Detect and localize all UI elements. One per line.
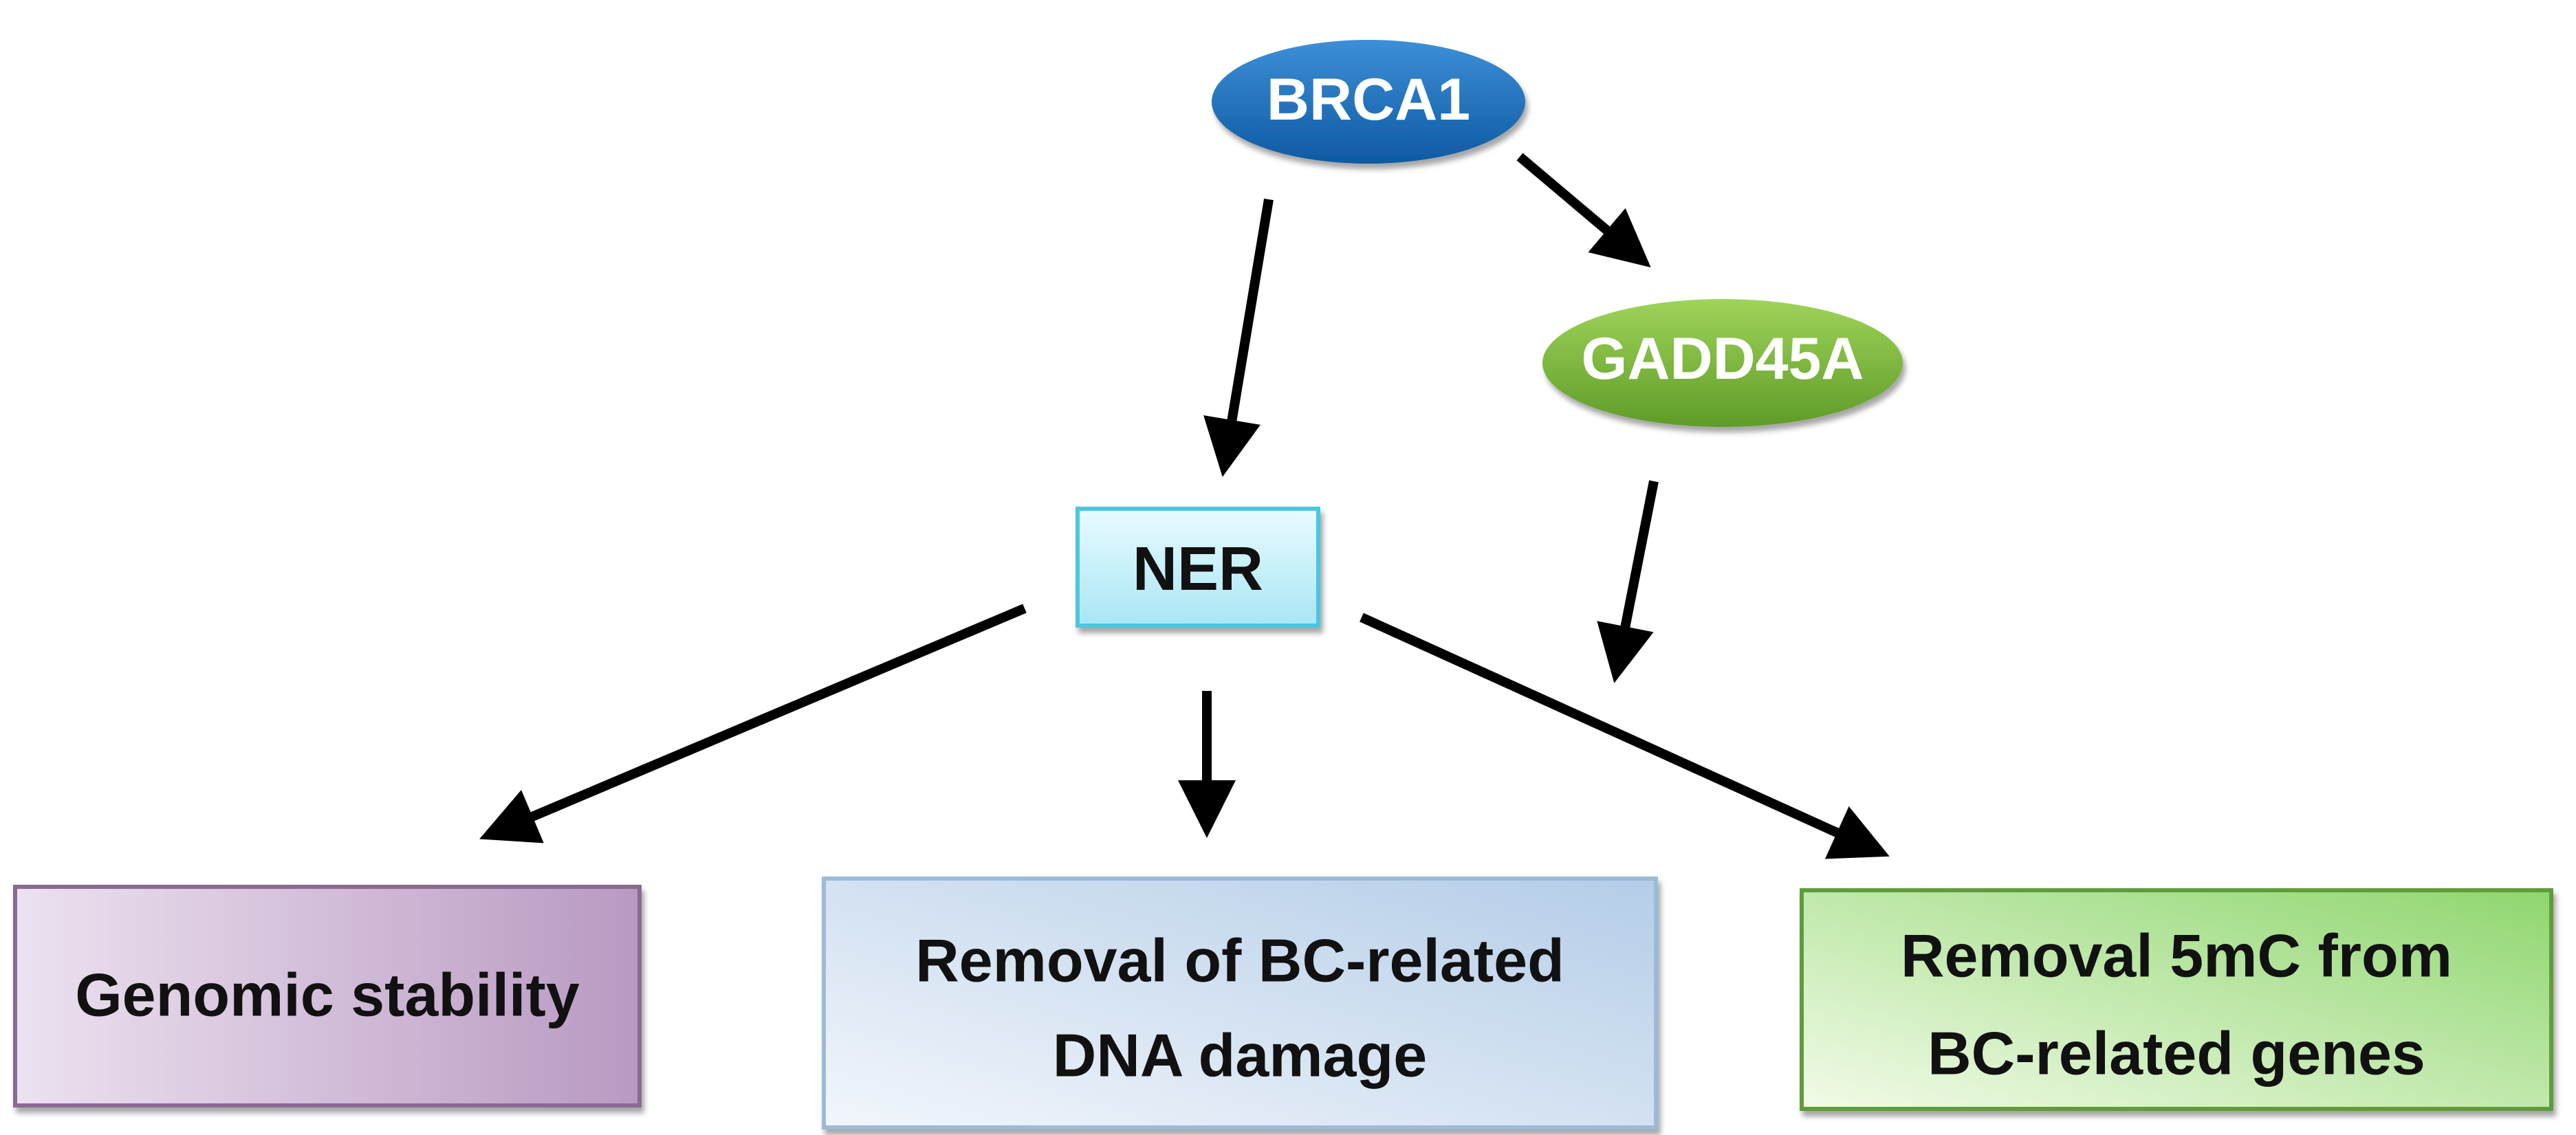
ner-label: NER bbox=[1133, 535, 1263, 604]
ner-box bbox=[1076, 507, 1320, 628]
demethylation-line2: BC-related genes bbox=[1928, 1020, 2425, 1088]
dna-damage-removal-box bbox=[822, 877, 1658, 1130]
dna-damage-removal-line2: DNA damage bbox=[1053, 1022, 1427, 1090]
gadd45a-ellipse bbox=[1542, 299, 1903, 427]
edge-brca1-to-gadd45a bbox=[1516, 153, 1651, 268]
brca1-label: BRCA1 bbox=[1267, 67, 1470, 133]
brca1-node bbox=[1212, 40, 1525, 164]
gadd45a-label: GADD45A bbox=[1582, 326, 1864, 392]
demethylation-line1: Removal 5mC from bbox=[1901, 922, 2452, 990]
genomic-stability-box bbox=[13, 885, 642, 1108]
gadd45a-node bbox=[1542, 299, 1903, 427]
edge-ner-to-genomic-stability bbox=[479, 604, 1027, 844]
edge-brca1-to-ner bbox=[1203, 198, 1274, 477]
dna-damage-removal-line1: Removal of BC-related bbox=[915, 927, 1564, 995]
edge-ner-to-demethylation bbox=[1360, 613, 1890, 859]
edge-gadd45a-to-demethylation bbox=[1597, 480, 1659, 683]
ner-node bbox=[1076, 507, 1320, 628]
brca1-ellipse bbox=[1212, 40, 1525, 164]
edges bbox=[479, 153, 1890, 859]
demethylation-box bbox=[1800, 888, 2553, 1111]
genomic-stability-label: Genomic stability bbox=[75, 961, 580, 1029]
